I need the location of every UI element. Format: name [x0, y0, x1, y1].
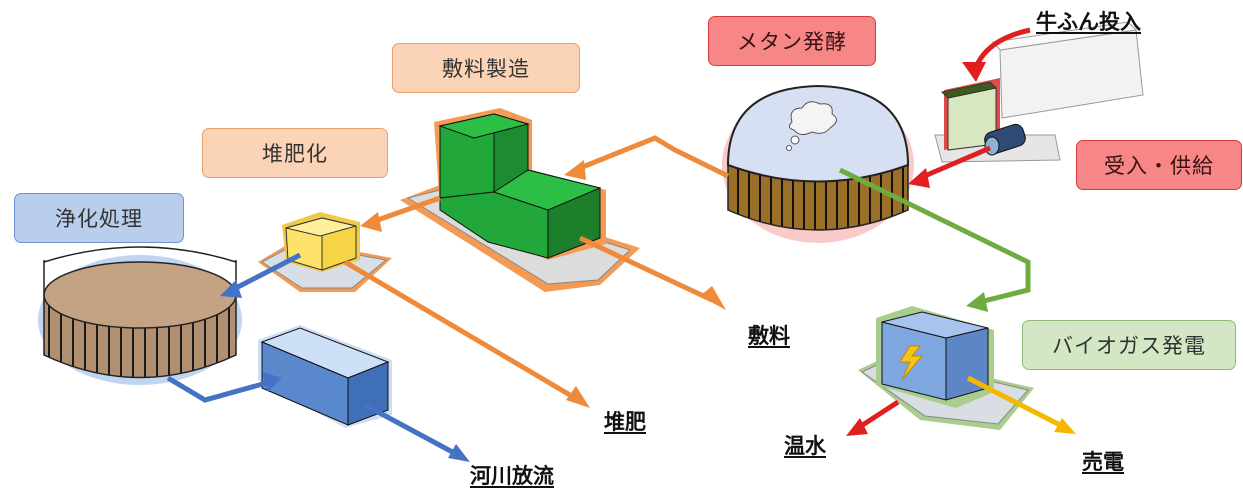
arrow-manure-input	[962, 27, 1031, 82]
bedding-making-label: 敷料製造	[392, 43, 580, 93]
arrow-supply-to-digester	[908, 145, 991, 188]
arrow-river-output	[363, 402, 470, 462]
arrow-sell-power	[966, 375, 1076, 434]
sell-power-label: 売電	[1082, 450, 1124, 474]
arrow-compost-output	[343, 259, 590, 408]
receiving-unit	[934, 21, 1144, 163]
bedding-output-label: 敷料	[748, 324, 790, 348]
manure-input-label: 牛ふん投入	[1036, 10, 1141, 34]
arrow-hot-water	[846, 399, 900, 436]
compost-unit	[258, 212, 392, 292]
arrow-purification-to-basin	[166, 372, 282, 403]
arrow-compost-to-purification	[220, 252, 302, 298]
generator-unit	[858, 306, 1034, 430]
arrow-bedding-output	[578, 235, 726, 310]
compost-output-label: 堆肥	[604, 410, 646, 434]
hot-water-label: 温水	[784, 434, 826, 458]
methane-label: メタン発酵	[708, 16, 876, 66]
composting-label: 堆肥化	[202, 128, 388, 178]
biogas-power-label: バイオガス発電	[1022, 320, 1236, 370]
purification-label: 浄化処理	[14, 193, 184, 243]
arrow-bedding-to-compost	[360, 195, 441, 232]
discharge-basin	[258, 325, 392, 428]
digester-tank	[722, 84, 914, 243]
bedding-plant	[400, 108, 640, 292]
arrow-digester-to-generator	[838, 167, 1031, 312]
river-output-label: 河川放流	[470, 464, 554, 488]
arrow-digester-to-bedding	[564, 135, 730, 180]
receive-supply-label: 受入・供給	[1076, 140, 1242, 190]
purification-tank	[38, 246, 242, 385]
